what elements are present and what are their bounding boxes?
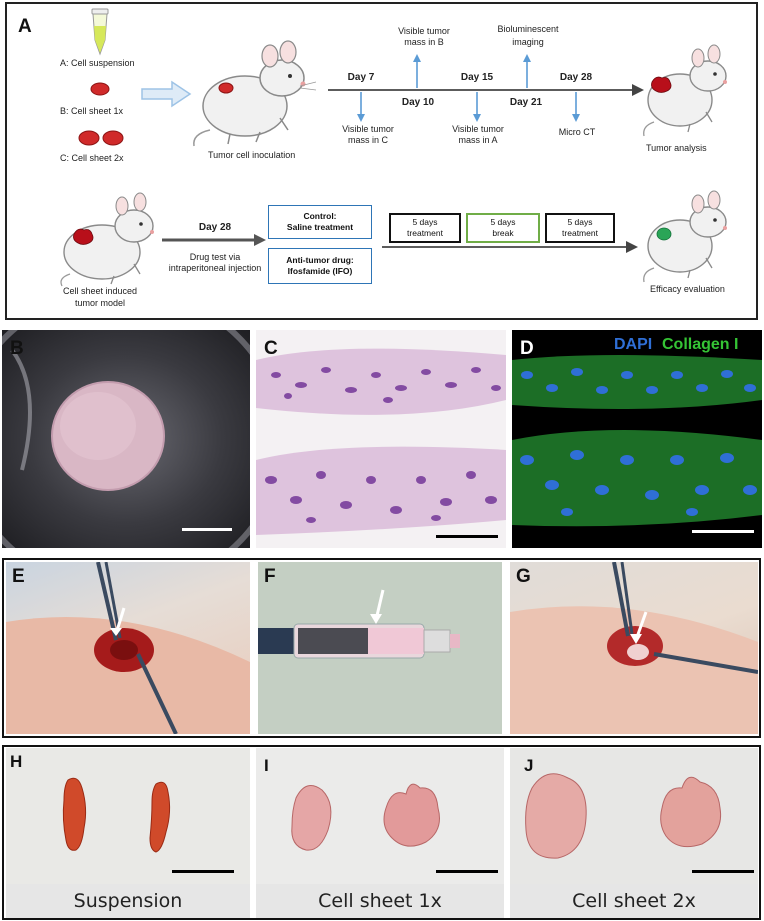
syringe-illustration xyxy=(258,589,460,659)
drug-test-label-2: intraperitoneal injection xyxy=(168,263,262,273)
treatment-2-label-2: treatment xyxy=(562,228,598,238)
panel-j-caption: Cell sheet 2x xyxy=(510,884,758,918)
day-21-label: Day 21 xyxy=(509,97,543,108)
hollow-arrow-icon xyxy=(141,80,192,108)
panel-i-image xyxy=(256,748,504,884)
panel-h-scalebar xyxy=(172,870,234,873)
day-28-label: Day 28 xyxy=(559,72,593,83)
panel-j-scalebar xyxy=(692,870,754,873)
bioluminescent-label-1: Bioluminescent xyxy=(497,24,559,34)
panel-i-caption: Cell sheet 1x xyxy=(256,884,504,918)
antitumor-box: Anti-tumor drug: Ifosfamide (IFO) xyxy=(268,248,372,284)
panel-a-letter: A xyxy=(18,16,32,37)
visible-a-label-2: mass in A xyxy=(458,135,498,145)
break-box: 5 days break xyxy=(466,213,540,243)
drug-day-label: Day 28 xyxy=(198,222,232,233)
control-label-1: Control: xyxy=(303,211,337,221)
model-label-2: tumor model xyxy=(74,298,126,308)
panel-efg-frame xyxy=(2,558,761,738)
surgery-illustration-e xyxy=(6,562,250,734)
panel-b-letter: B xyxy=(10,338,24,359)
suspension-tumor-illustration xyxy=(62,777,171,853)
panel-h-letter: H xyxy=(10,752,23,771)
break-label-2: break xyxy=(492,228,514,238)
panel-c-letter: C xyxy=(264,338,278,359)
sheet2x-tumor-illustration xyxy=(525,773,722,859)
control-label-2: Saline treatment xyxy=(286,222,354,232)
collagen-label: Collagen I xyxy=(662,336,739,353)
treatment-2-label-1: 5 days xyxy=(567,217,593,227)
efficacy-label: Efficacy evaluation xyxy=(650,284,725,294)
dapi-label: DAPI xyxy=(614,336,653,353)
treatment-1-label-2: treatment xyxy=(407,228,443,238)
drug-test-label-1: Drug test via xyxy=(189,252,241,262)
panel-d-letter: D xyxy=(520,338,534,359)
visible-b-label-2: mass in B xyxy=(404,37,444,47)
bioluminescent-label-2: imaging xyxy=(512,37,544,47)
mouse-icon-tumor xyxy=(643,44,727,137)
panel-j-letter: J xyxy=(524,756,534,775)
visible-b-label-1: Visible tumor xyxy=(398,26,450,36)
mouse-icon-inoculation xyxy=(193,40,317,147)
panel-c-image xyxy=(256,330,506,548)
panel-hij-frame xyxy=(2,745,761,920)
panel-i-scalebar xyxy=(436,870,498,873)
panel-b-image xyxy=(2,330,250,548)
panel-g-letter: G xyxy=(516,566,531,587)
group-a-label: A: Cell suspension xyxy=(60,58,135,68)
panel-f-image xyxy=(258,562,502,734)
treatment-box-1: 5 days treatment xyxy=(389,213,461,243)
he-stain-illustration xyxy=(256,348,506,535)
petri-dish-illustration xyxy=(2,330,250,548)
antitumor-label-1: Anti-tumor drug: xyxy=(286,255,354,265)
timeline xyxy=(328,54,644,122)
panel-e-letter: E xyxy=(12,566,25,587)
panel-b-scalebar xyxy=(182,528,232,531)
single-sheet-icon xyxy=(90,82,110,96)
break-label-1: 5 days xyxy=(490,217,516,227)
drug-arrow xyxy=(162,234,266,246)
panel-c-scalebar xyxy=(436,535,498,538)
treatment-box-2: 5 days treatment xyxy=(545,213,615,243)
visible-c-label-2: mass in C xyxy=(347,135,389,145)
control-box: Control: Saline treatment xyxy=(268,205,372,239)
double-sheet-icon xyxy=(78,130,124,146)
tumor-analysis-label: Tumor analysis xyxy=(646,143,707,153)
model-label-1: Cell sheet induced xyxy=(62,286,138,296)
treatment-timeline xyxy=(382,241,638,253)
tube-icon xyxy=(91,8,109,56)
micro-ct-label: Micro CT xyxy=(558,127,596,137)
panel-j-image xyxy=(510,748,758,884)
day-7-label: Day 7 xyxy=(347,72,375,83)
panel-d-scalebar xyxy=(692,530,754,533)
day-15-label: Day 15 xyxy=(460,72,494,83)
group-b-label: B: Cell sheet 1x xyxy=(60,106,124,116)
immunofluorescence-illustration xyxy=(512,355,762,527)
group-c-label: C: Cell sheet 2x xyxy=(60,153,124,163)
surgery-illustration-g xyxy=(510,562,758,734)
panel-h-caption: Suspension xyxy=(6,884,250,918)
mouse-icon-efficacy xyxy=(643,190,727,283)
visible-c-label-1: Visible tumor xyxy=(342,124,394,134)
treatment-1-label-1: 5 days xyxy=(412,217,438,227)
panel-f-letter: F xyxy=(264,566,276,587)
visible-a-label-1: Visible tumor xyxy=(452,124,504,134)
panel-g-image xyxy=(510,562,758,734)
panel-d-image xyxy=(512,330,762,548)
mouse-icon-model xyxy=(60,192,154,287)
day-10-label: Day 10 xyxy=(401,97,435,108)
antitumor-label-2: Ifosfamide (IFO) xyxy=(287,266,353,276)
panel-h-image xyxy=(6,748,250,884)
panel-e-image xyxy=(6,562,250,734)
sheet1x-tumor-illustration xyxy=(291,783,440,851)
inoculation-label: Tumor cell inoculation xyxy=(208,150,296,160)
panel-i-letter: I xyxy=(264,756,269,775)
